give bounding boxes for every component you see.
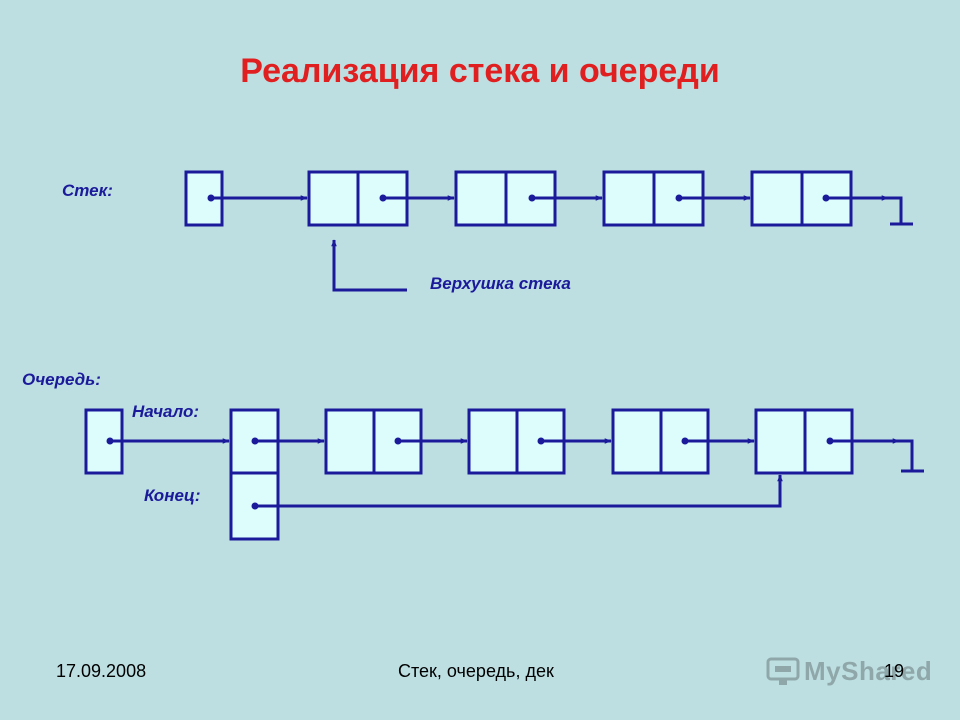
footer-date: 17.09.2008	[56, 661, 147, 681]
watermark-logo-icon	[766, 657, 800, 685]
stack-null-terminator	[888, 196, 913, 226]
queue-tail-label: Конец:	[144, 486, 201, 505]
queue-head-label: Начало:	[132, 402, 200, 421]
stack-top-arrow	[331, 239, 407, 292]
stack-top-label: Верхушка стека	[430, 274, 571, 293]
footer-topic: Стек, очередь, дек	[398, 661, 554, 681]
queue-label: Очередь:	[22, 370, 101, 389]
queue-null-terminator	[899, 439, 924, 473]
stack-label: Стек:	[62, 181, 113, 200]
watermark-logo: MyShared	[766, 655, 932, 687]
footer-page-number: 19	[884, 661, 905, 681]
queue-tail-arrow	[255, 474, 783, 508]
slide-title: Реализация стека и очереди	[240, 52, 720, 90]
watermark-text: MyShared	[804, 655, 933, 686]
